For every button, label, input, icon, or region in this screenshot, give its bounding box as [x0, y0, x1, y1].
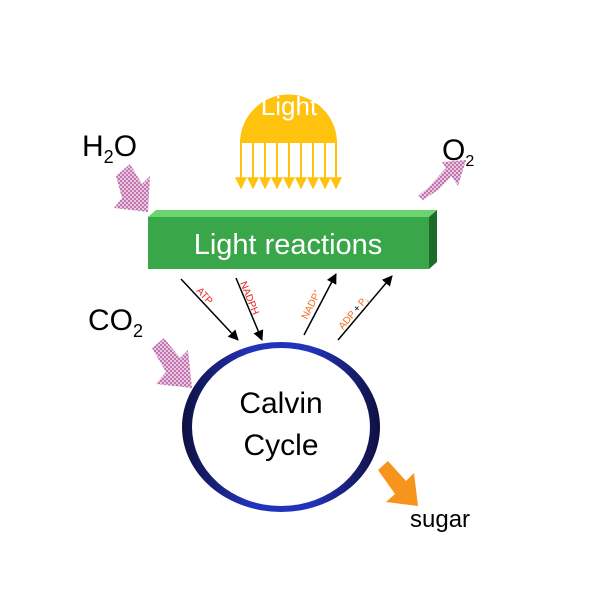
atp-label: ATP [194, 286, 215, 308]
nadph-arrow-icon [235, 277, 264, 341]
oxygen-output-arrowhead-icon [442, 160, 466, 186]
light-reactions-box: Light reactions [148, 210, 437, 269]
atp-arrow-icon [180, 278, 239, 341]
nadp-arrow-icon [303, 273, 337, 336]
sun-label: Light [261, 91, 318, 121]
calvin-cycle-label-line1: Calvin [239, 387, 322, 420]
co2-label: CO2 [88, 304, 143, 341]
oxygen-output-arrow-icon [418, 168, 456, 200]
water-input-arrow-icon [114, 164, 150, 212]
flow-arrows [180, 273, 393, 341]
sun-rays [235, 140, 342, 190]
calvin-cycle-label-line2: Cycle [243, 429, 318, 462]
water-label: H2O [82, 130, 137, 167]
light-reactions-label: Light reactions [194, 229, 383, 261]
oxygen-label: O2 [442, 134, 474, 170]
calvin-cycle: Calvin Cycle [182, 342, 380, 512]
calvin-cycle-inner [192, 348, 370, 506]
sun-group: Light [235, 91, 342, 190]
co2-input-arrow-icon [152, 338, 192, 388]
light-reactions-side-face [429, 210, 437, 269]
adp-pi-label: ADP+Pi [337, 295, 372, 333]
sugar-output-arrow-icon [378, 461, 418, 506]
nadph-label: NADPH [237, 280, 260, 317]
light-reactions-top-face [148, 210, 437, 217]
sun-dome [240, 94, 337, 143]
sugar-label: sugar [410, 506, 470, 533]
light-reactions-front-face [148, 217, 429, 269]
adp-arrow-icon [337, 275, 393, 341]
